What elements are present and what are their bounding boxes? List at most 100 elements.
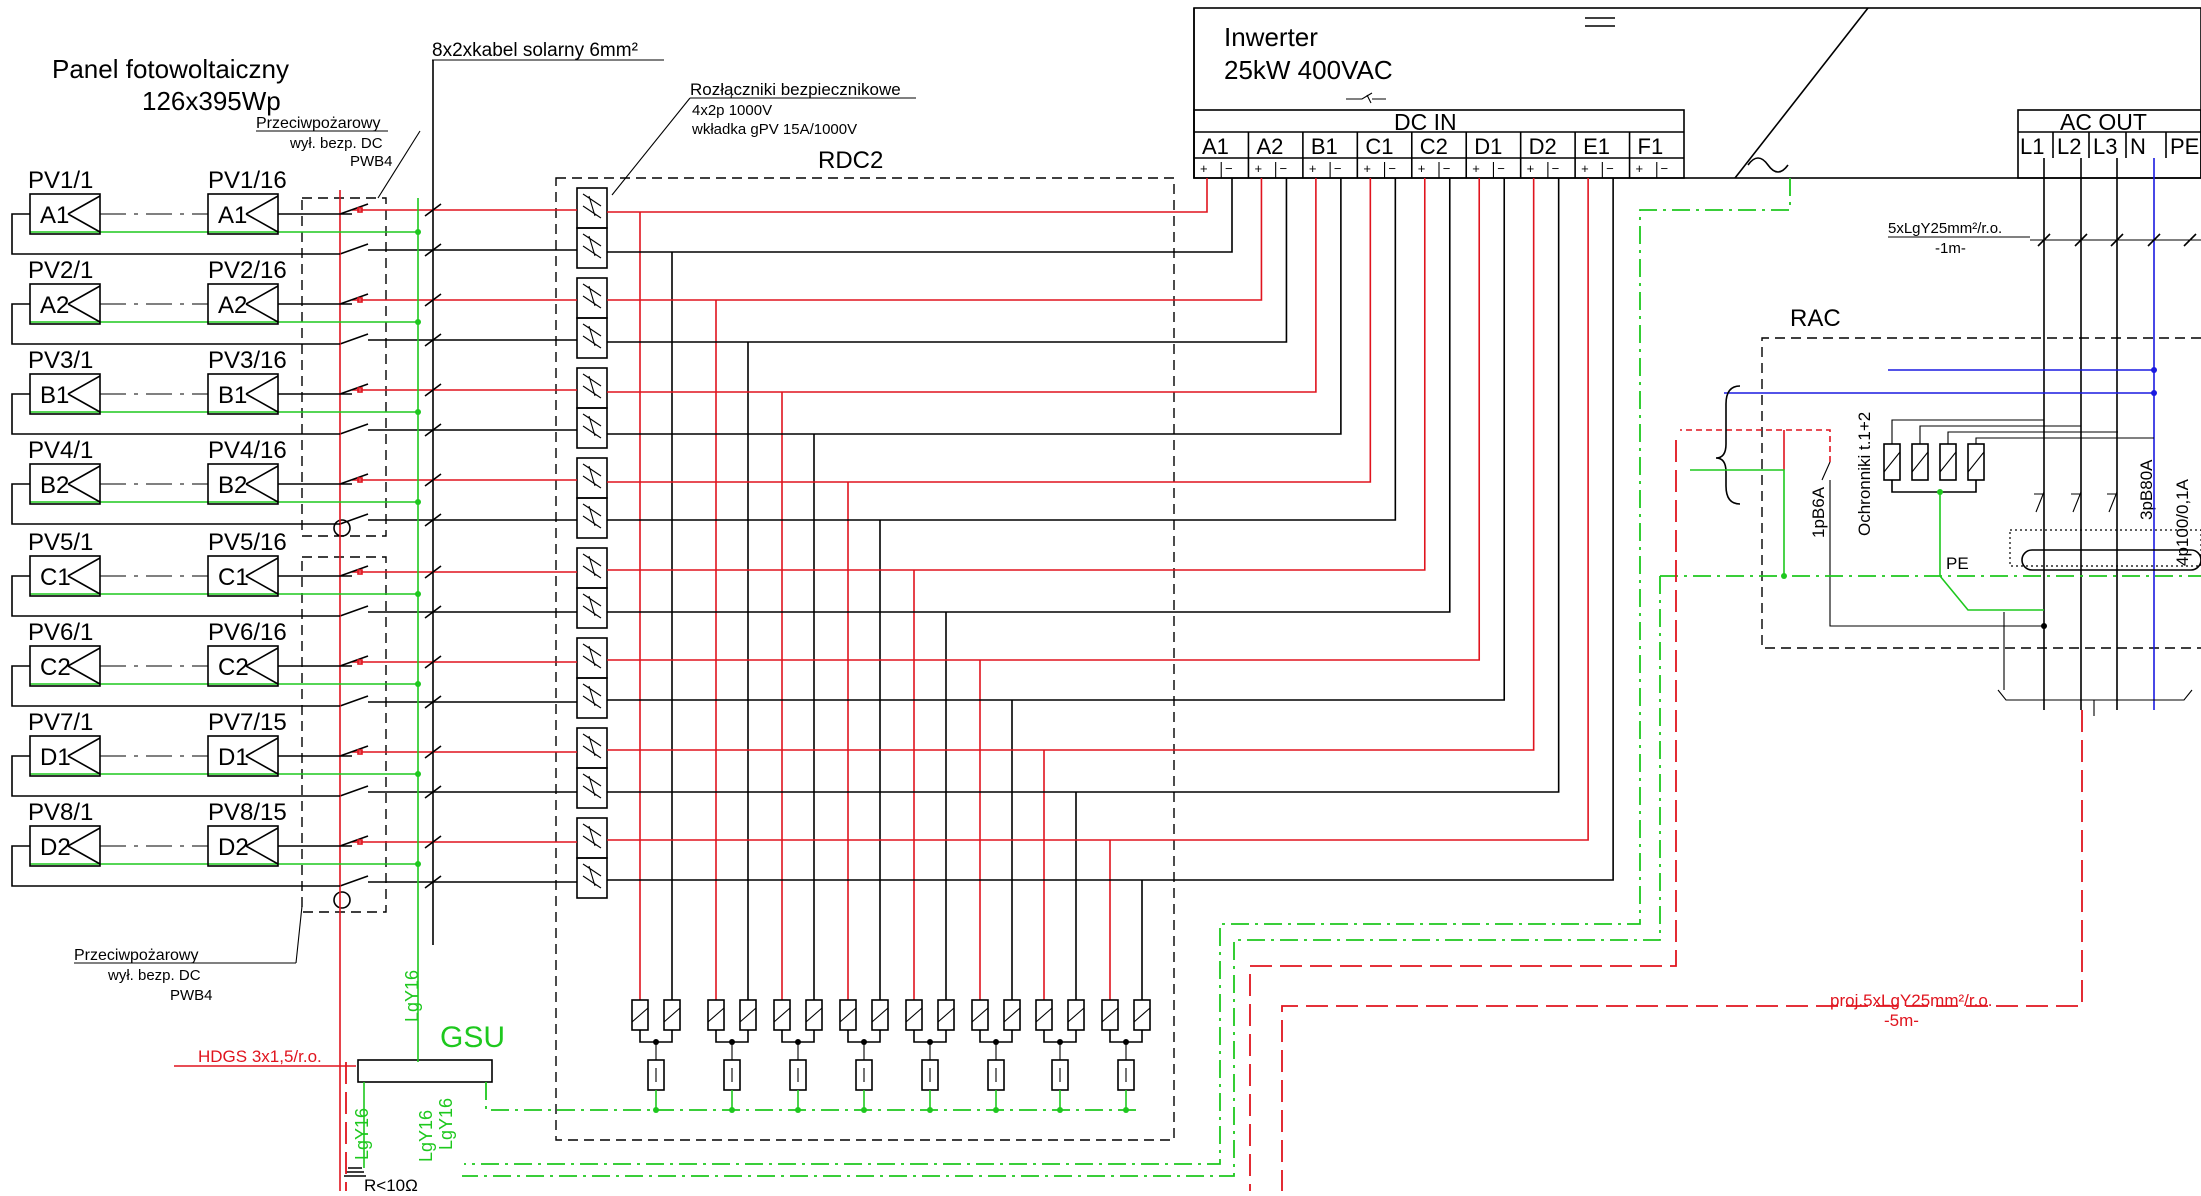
gsu-name: GSU xyxy=(440,1021,505,1054)
rdc-note-title: Rozłączniki bezpiecznikowe xyxy=(690,80,901,99)
dc-in-minus-pole: − xyxy=(1661,161,1669,176)
surge-arrester-glyph xyxy=(937,1007,955,1023)
surge-arrester-glyph xyxy=(1133,1007,1151,1023)
pv-module-first-group: B2 xyxy=(40,472,69,499)
ac-out-terminal-label: L2 xyxy=(2057,134,2081,159)
cable-tick xyxy=(424,203,442,217)
rac-surge-feed xyxy=(1947,431,2118,444)
pv-module-last-group: B2 xyxy=(218,472,247,499)
cable-tick xyxy=(424,243,442,257)
rdc-fuse-icon xyxy=(582,773,602,799)
rac-surge-glyph xyxy=(1967,451,1985,473)
rac-main-breaker-pole xyxy=(2107,491,2118,513)
cable-tick xyxy=(424,695,442,709)
rdc-fuse-icon xyxy=(582,643,602,669)
rdc-note-fuse: wkładka gPV 15A/1000V xyxy=(691,121,857,138)
pv-return-wire xyxy=(11,303,340,345)
proj-cable-length: -5m- xyxy=(1884,1011,1919,1030)
surge-arrester-glyph xyxy=(773,1007,791,1023)
inverter-title: Inwerter xyxy=(1224,22,1318,52)
rac-aux-feed xyxy=(1680,429,1831,462)
rdc-fuse-disconnector xyxy=(576,277,608,319)
dc-in-terminal-label: D1 xyxy=(1474,134,1502,159)
ac-out-label: AC OUT xyxy=(2060,109,2147,135)
pv-module-first-group: A2 xyxy=(40,292,69,319)
pe-secondary-run xyxy=(462,576,1661,1177)
rac-surge-feed xyxy=(1891,419,2044,444)
fire-switch-terminal xyxy=(357,569,363,575)
rdc-fuse-icon xyxy=(582,553,602,579)
pv-string-last-label: PV8/15 xyxy=(208,799,287,826)
fire-switch-bottom-desc: wył. bezp. DC xyxy=(107,967,201,984)
rdc-fuse-icon xyxy=(582,193,602,219)
rdc-negative-to-inverter xyxy=(607,178,1342,435)
pv-module-first-group: A1 xyxy=(40,202,69,229)
rac-breaker-small: 1pB6A xyxy=(1809,486,1828,538)
rdc-fuse-icon xyxy=(582,593,602,619)
cable-tick xyxy=(424,423,442,437)
rdc-positive-to-inverter xyxy=(607,178,1263,301)
dc-in-minus-pole: − xyxy=(1606,161,1614,176)
rdc-fuse-disconnector xyxy=(576,727,608,769)
dc-in-minus-pole: − xyxy=(1388,161,1396,176)
rac-pe-label: PE xyxy=(1946,554,1969,573)
inverter-rating: 25kW 400VAC xyxy=(1224,55,1393,85)
hdgs-label: HDGS 3x1,5/r.o. xyxy=(198,1047,322,1066)
rac-aux-node xyxy=(2041,623,2047,629)
pv-return-wire xyxy=(11,213,340,255)
fire-switch-bottom-model: PWB4 xyxy=(170,987,213,1004)
dc-negative-feeder xyxy=(339,333,577,345)
cable-tick xyxy=(424,745,442,759)
pv-diode-icon xyxy=(245,285,279,323)
surge-arrester-glyph xyxy=(905,1007,923,1023)
pv-return-wire xyxy=(11,755,340,797)
ac-out-terminal-label: PE xyxy=(2170,134,2199,159)
surge-arrester-glyph xyxy=(707,1007,725,1023)
rdc-fuse-icon xyxy=(582,233,602,259)
fire-switch-top-leader xyxy=(377,130,421,199)
rdc-fuse-icon xyxy=(582,823,602,849)
dc-in-minus-pole: − xyxy=(1334,161,1342,176)
rdc-fuse-disconnector xyxy=(576,227,608,269)
fire-switch-terminal xyxy=(357,659,363,665)
rdc-negative-to-inverter xyxy=(607,178,1560,793)
rdc-fuse-disconnector xyxy=(576,367,608,409)
surge-arrester-glyph xyxy=(1035,1007,1053,1023)
dc-negative-feeder xyxy=(339,243,577,255)
pe-node xyxy=(415,319,421,325)
ac-out-terminal-label: L1 xyxy=(2020,134,2044,159)
inverter-ac-symbol xyxy=(1747,157,1789,173)
dc-in-terminals: A1+−A2+−B1+−C1+−C2+−D1+−D2+−E1+−F1+− xyxy=(1200,132,1668,178)
rac-name: RAC xyxy=(1790,305,1841,332)
pe-node xyxy=(415,409,421,415)
cable-tick xyxy=(424,605,442,619)
neutral-node xyxy=(2151,390,2157,396)
cable-tick xyxy=(424,565,442,579)
pv-module-first-group: B1 xyxy=(40,382,69,409)
ac-cable-tick xyxy=(2183,233,2197,247)
fire-switch-bottom-leader xyxy=(295,905,303,964)
proj-cable-label: proj.5xLgY25mm²/r.o. xyxy=(1830,991,1993,1010)
pv-diode-icon xyxy=(67,375,101,413)
rdc-negative-to-inverter xyxy=(607,178,1506,701)
rac-aux-breaker xyxy=(1821,461,2044,627)
rdc-fuse-icon xyxy=(582,323,602,349)
pv-diode-icon xyxy=(67,737,101,775)
rdc-fuse-icon xyxy=(582,413,602,439)
ac-cable-label: 5xLgY25mm²/r.o. xyxy=(1888,220,2002,237)
pv-string-first-label: PV2/1 xyxy=(28,257,93,284)
cable-tick xyxy=(424,333,442,347)
rdc-negative-to-inverter xyxy=(607,178,1397,521)
fire-switch-contact xyxy=(339,383,369,395)
cable-tick xyxy=(424,293,442,307)
pv-string-last-label: PV3/16 xyxy=(208,347,287,374)
pv-diode-icon xyxy=(245,557,279,595)
panel-spec: 126x395Wp xyxy=(142,86,281,116)
